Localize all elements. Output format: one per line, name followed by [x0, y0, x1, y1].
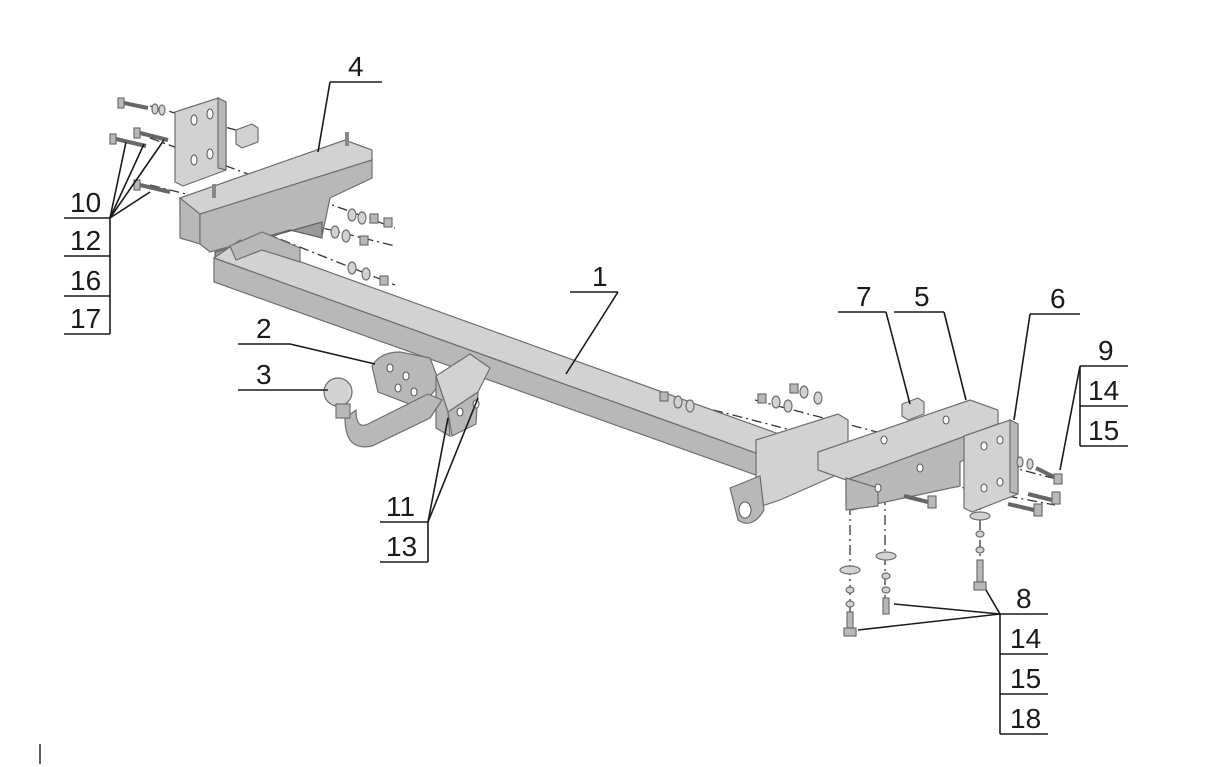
- left-bolts: [109, 97, 171, 194]
- callout-labels: 4 1 2 3 10 12 16 17 11 13 7 5 6 9 14 15 …: [70, 51, 1119, 734]
- callout-11: 11: [386, 491, 415, 522]
- callout-17: 17: [70, 303, 101, 334]
- callout-2: 2: [256, 313, 272, 344]
- left-mounting-bracket: [179, 132, 373, 259]
- main-cross-beam: [212, 231, 792, 480]
- callout-10: 10: [70, 187, 101, 218]
- leader-lines: [64, 81, 1128, 735]
- callout-6: 6: [1050, 283, 1066, 314]
- callout-3: 3: [256, 359, 272, 390]
- left-outer-plate: [174, 97, 227, 187]
- callout-8-15: 15: [1010, 663, 1041, 694]
- right-bolts: [903, 456, 1063, 517]
- callout-12: 12: [70, 225, 101, 256]
- right-nuts-washers: [659, 383, 823, 413]
- callout-8-14: 14: [1010, 623, 1041, 654]
- left-spacer-plate: [235, 123, 259, 149]
- callout-16: 16: [70, 265, 101, 296]
- callout-9-15: 15: [1088, 415, 1119, 446]
- receiver-bracket: [435, 353, 491, 438]
- tow-ball-neck: [323, 377, 443, 448]
- callout-5: 5: [914, 281, 930, 312]
- left-nuts-washers: [330, 208, 393, 286]
- callout-4: 4: [348, 51, 364, 82]
- callout-9: 9: [1098, 335, 1114, 366]
- callout-13: 13: [386, 531, 417, 562]
- right-outer-plate: [963, 419, 1019, 513]
- callout-1: 1: [592, 261, 608, 292]
- callout-8: 8: [1016, 583, 1032, 614]
- callout-7: 7: [856, 281, 872, 312]
- right-mounting-bracket: [817, 399, 999, 511]
- vertical-bolt-stacks: [839, 511, 991, 637]
- right-tab-plate: [901, 397, 925, 421]
- callout-9-14: 14: [1088, 375, 1119, 406]
- beam-right-end-plate: [729, 413, 849, 524]
- callout-8-18: 18: [1010, 703, 1041, 734]
